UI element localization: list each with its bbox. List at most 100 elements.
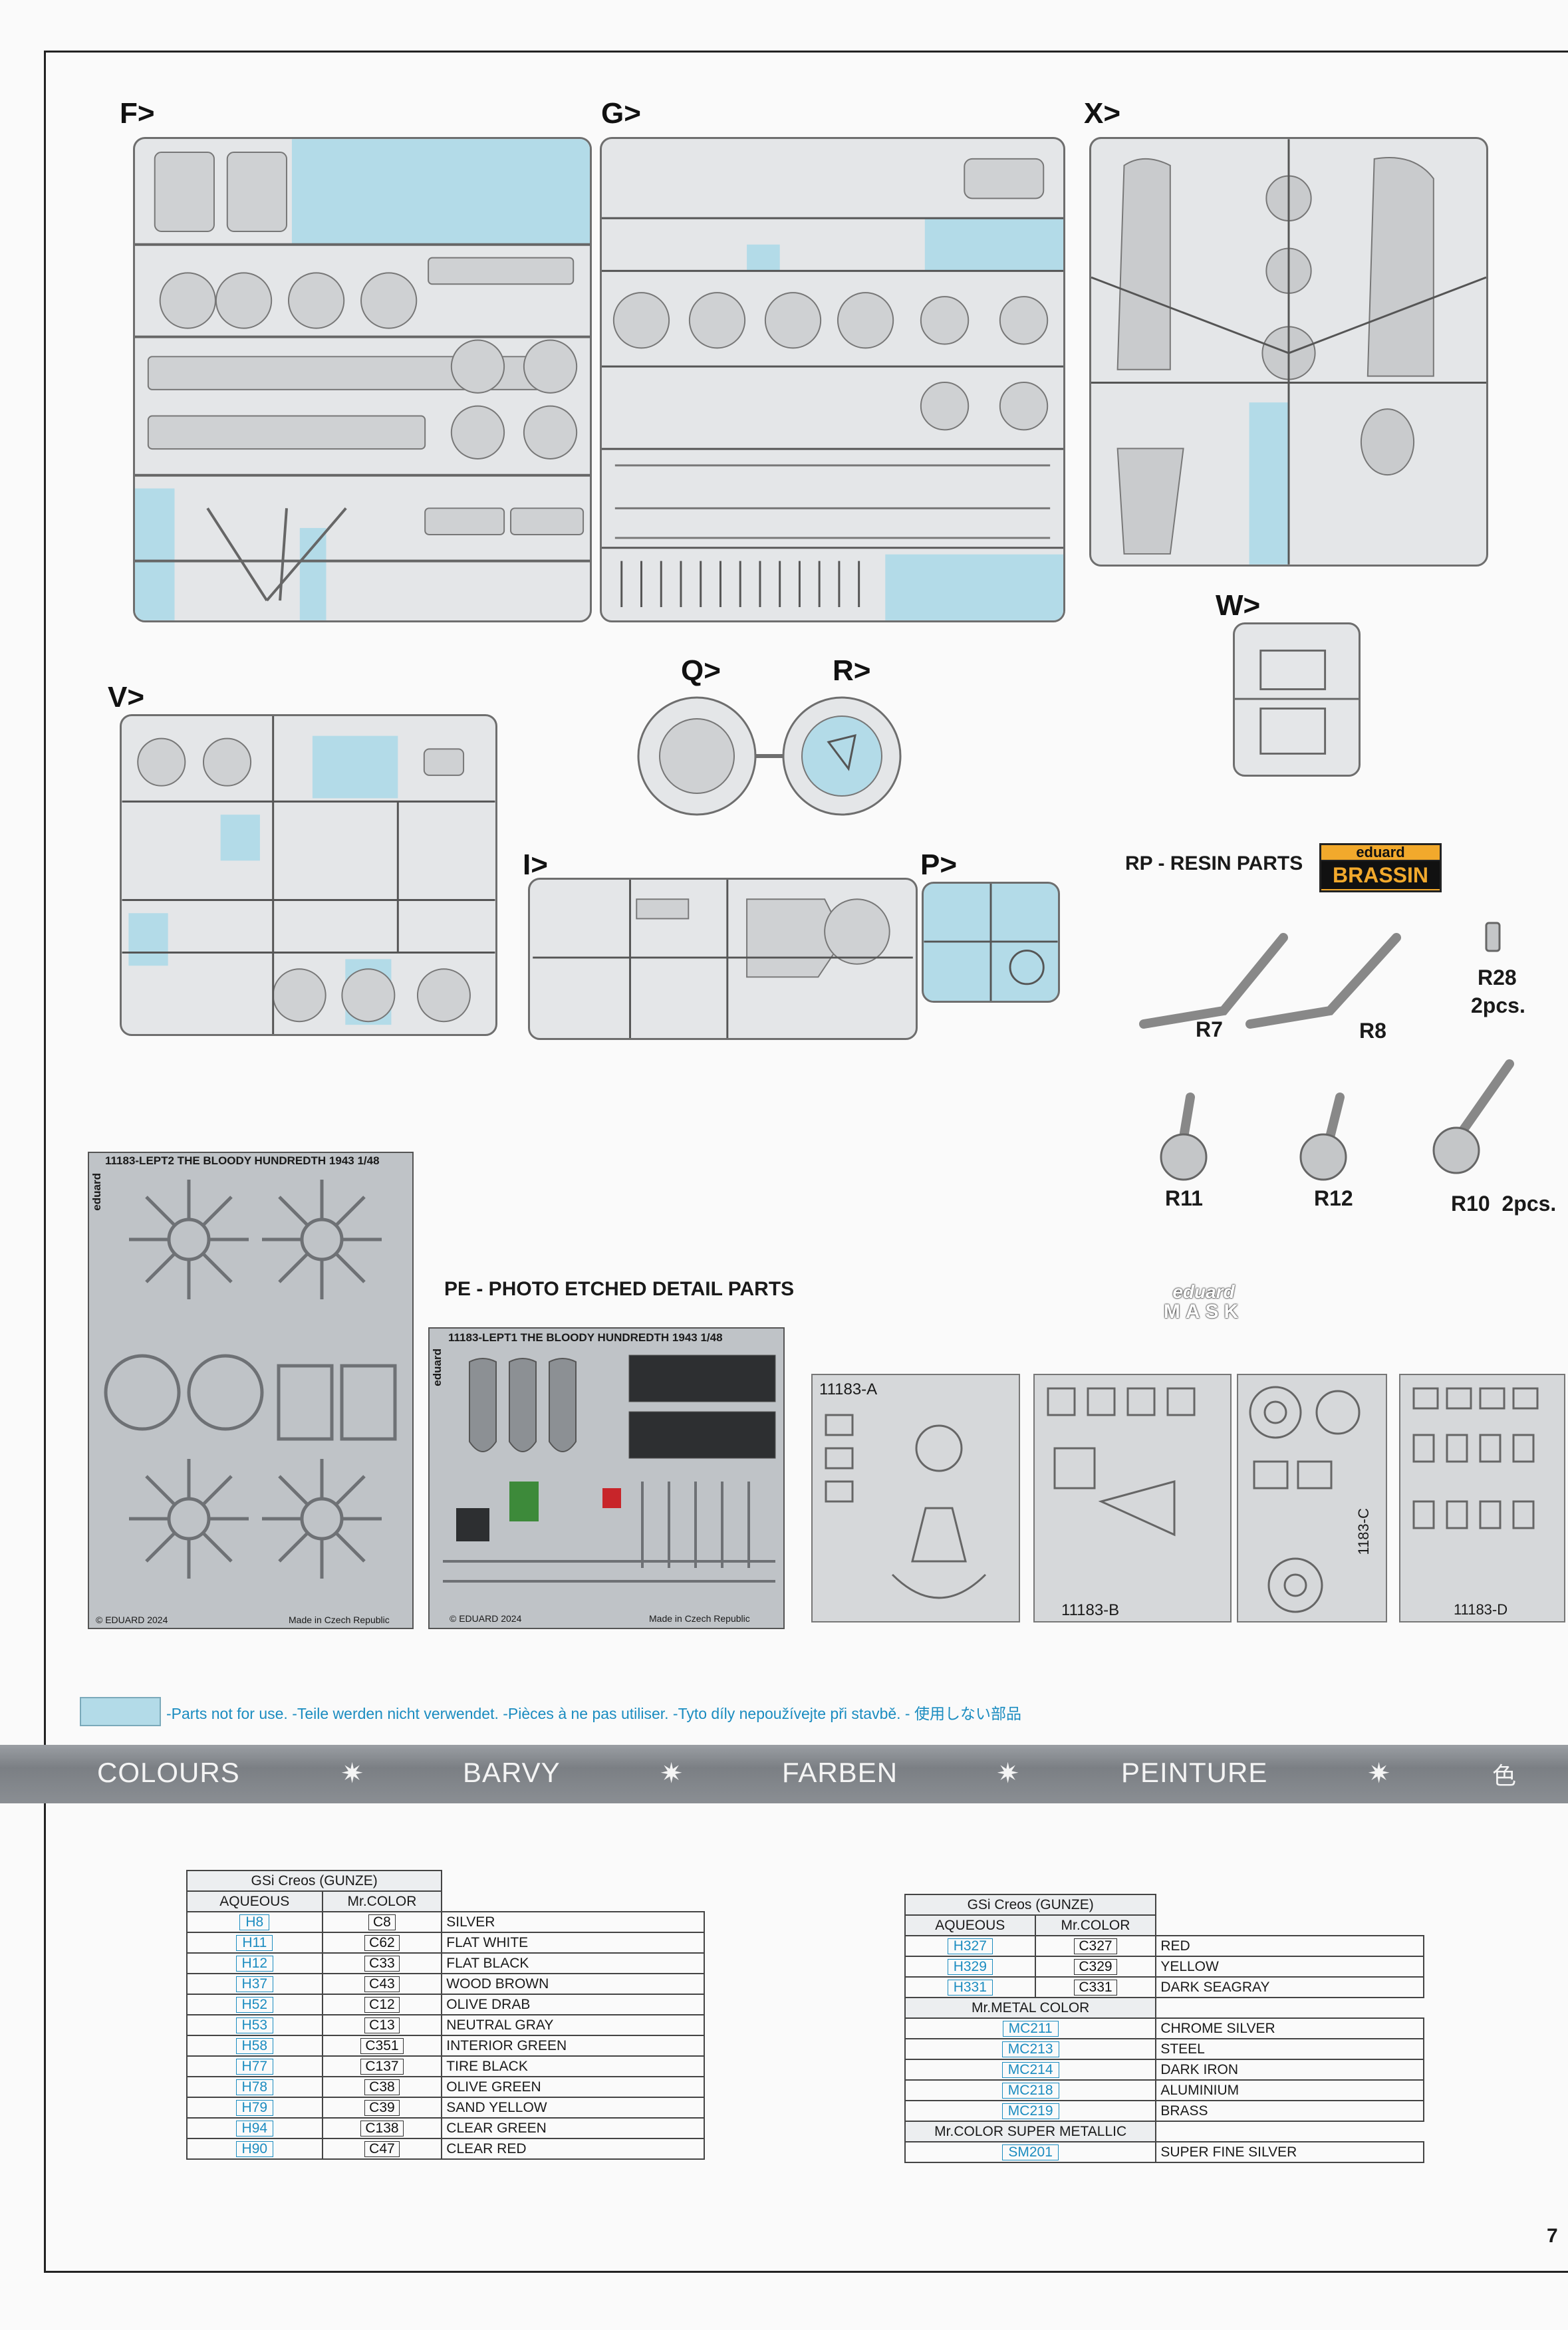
mask-sheet-d: 11183-D — [1399, 1374, 1565, 1622]
paint-name: TIRE BLACK — [441, 2055, 705, 2077]
page-frame — [44, 51, 1568, 2273]
sprue-p-label: P> — [920, 848, 958, 881]
eduard-mask-logo: eduard MASK — [1130, 1282, 1277, 1323]
mrcolor-code: C12 — [364, 1996, 400, 2013]
band-jp: 色 — [1492, 1762, 1517, 1789]
aqueous-code: H327 — [947, 1938, 993, 1954]
mrcolor-code: C47 — [364, 2140, 400, 2157]
mask-sheet-d-label: 11183-D — [1454, 1601, 1508, 1618]
paint-row: MC213 STEEL — [904, 2038, 1424, 2060]
mrcolor-code: C327 — [1074, 1938, 1117, 1954]
band-star-4: ✷ — [1367, 1757, 1392, 1789]
paint-name: CLEAR GREEN — [441, 2117, 705, 2139]
brassin-logo-bottom: BRASSIN — [1321, 861, 1440, 889]
aqueous-code: H58 — [235, 2037, 274, 2054]
paint-name: FLAT BLACK — [441, 1952, 705, 1974]
aqueous-code: H94 — [235, 2120, 274, 2136]
band-peinture: PEINTURE — [1121, 1757, 1268, 1788]
aqueous-code: H37 — [235, 1976, 274, 1992]
mask-sheet-c: 1183-C — [1237, 1374, 1387, 1622]
mrcolor-code: C62 — [364, 1934, 400, 1951]
resin-parts-art — [1117, 918, 1529, 1224]
paint-name: OLIVE GREEN — [441, 2076, 705, 2098]
mrcolor-code: C13 — [364, 2017, 400, 2033]
paint-name: DARK SEAGRAY — [1155, 1976, 1424, 1998]
pe-fret-1-made-in: Made in Czech Republic — [649, 1613, 750, 1624]
paint-name: ALUMINIUM — [1155, 2079, 1424, 2101]
resin-r8: R8 — [1359, 1019, 1386, 1043]
sprue-i — [528, 878, 918, 1040]
table-right-col-mrcolor: Mr.COLOR — [1034, 1914, 1157, 1936]
paint-name: STEEL — [1155, 2038, 1424, 2060]
band-star-3: ✷ — [996, 1757, 1021, 1789]
aqueous-code: H77 — [235, 2058, 274, 2075]
paint-name: CHROME SILVER — [1155, 2017, 1424, 2039]
legend-text: -Parts not for use. -Teile werden nicht … — [166, 1705, 1021, 1722]
mrcolor-code: C43 — [364, 1976, 400, 1992]
sprue-x-label: X> — [1084, 97, 1121, 130]
resin-r11: R11 — [1165, 1186, 1203, 1210]
aqueous-code: H331 — [947, 1979, 993, 1996]
legend-swatch — [80, 1697, 161, 1726]
mask-sheet-b: 11183-B — [1033, 1374, 1232, 1622]
metal-color-head: Mr.METAL COLOR — [904, 1997, 1157, 2019]
aqueous-code: H79 — [235, 2099, 274, 2116]
band-star-2: ✷ — [660, 1757, 684, 1789]
paint-name: DARK IRON — [1155, 2059, 1424, 2081]
paint-row: MC211 CHROME SILVER — [904, 2017, 1424, 2039]
mask-sheet-a: 11183-A — [811, 1374, 1020, 1622]
brassin-logo-top: eduard — [1321, 845, 1440, 861]
sprue-g — [600, 137, 1065, 622]
paint-name: SAND YELLOW — [441, 2097, 705, 2119]
metal-code: MC213 — [1001, 2041, 1059, 2057]
paint-name: SILVER — [441, 1911, 705, 1933]
sprue-f-label: F> — [120, 97, 155, 130]
table-right-col-aqueous: AQUEOUS — [904, 1914, 1036, 1936]
band-colours: COLOURS — [97, 1757, 240, 1788]
aqueous-code: H53 — [235, 2017, 274, 2033]
sprue-x — [1089, 137, 1488, 567]
paint-row: H77 C137 TIRE BLACK — [186, 2055, 705, 2077]
aqueous-code: H8 — [239, 1914, 270, 1930]
sprue-g-label: G> — [601, 97, 641, 130]
pe-title: PE - PHOTO ETCHED DETAIL PARTS — [444, 1278, 795, 1300]
sprue-w-label: W> — [1216, 589, 1261, 622]
resin-r28-qty: 2pcs. — [1471, 993, 1525, 1017]
paint-row: H327 C327 RED — [904, 1935, 1424, 1957]
band-star-1: ✷ — [340, 1757, 365, 1789]
mrcolor-code: C137 — [360, 2058, 404, 2075]
brassin-logo: eduard BRASSIN — [1319, 843, 1442, 892]
aqueous-code: H11 — [236, 1934, 273, 1951]
paint-name: RED — [1155, 1935, 1424, 1957]
table-left-brand: GSi Creos (GUNZE) — [186, 1870, 443, 1892]
aqueous-code: H329 — [947, 1958, 993, 1975]
sprue-r-label: R> — [833, 654, 871, 687]
mrcolor-code: C39 — [364, 2099, 400, 2116]
pe-fret-1: 11183-LEPT1 THE BLOODY HUNDREDTH 1943 1/… — [428, 1327, 785, 1629]
sprue-v-label: V> — [108, 681, 145, 713]
resin-r7: R7 — [1196, 1017, 1223, 1041]
metal-code: MC219 — [1001, 2103, 1059, 2119]
mrcolor-code: C8 — [368, 1914, 396, 1930]
paint-name: NEUTRAL GRAY — [441, 2014, 705, 2036]
paint-row: H79 C39 SAND YELLOW — [186, 2097, 705, 2119]
mask-sheet-b-label: 11183-B — [1061, 1601, 1120, 1619]
table-right-brand: GSi Creos (GUNZE) — [904, 1894, 1157, 1916]
pe-fret-2-made-in: Made in Czech Republic — [289, 1615, 390, 1625]
mrcolor-code: C33 — [364, 1955, 400, 1972]
aqueous-code: H78 — [235, 2079, 274, 2095]
page-number: 7 — [1547, 2225, 1558, 2247]
paint-name: INTERIOR GREEN — [441, 2035, 705, 2057]
metal-code: MC211 — [1002, 2020, 1059, 2037]
mask-logo-top: eduard — [1172, 1281, 1235, 1302]
metal-code: MC218 — [1001, 2082, 1059, 2099]
